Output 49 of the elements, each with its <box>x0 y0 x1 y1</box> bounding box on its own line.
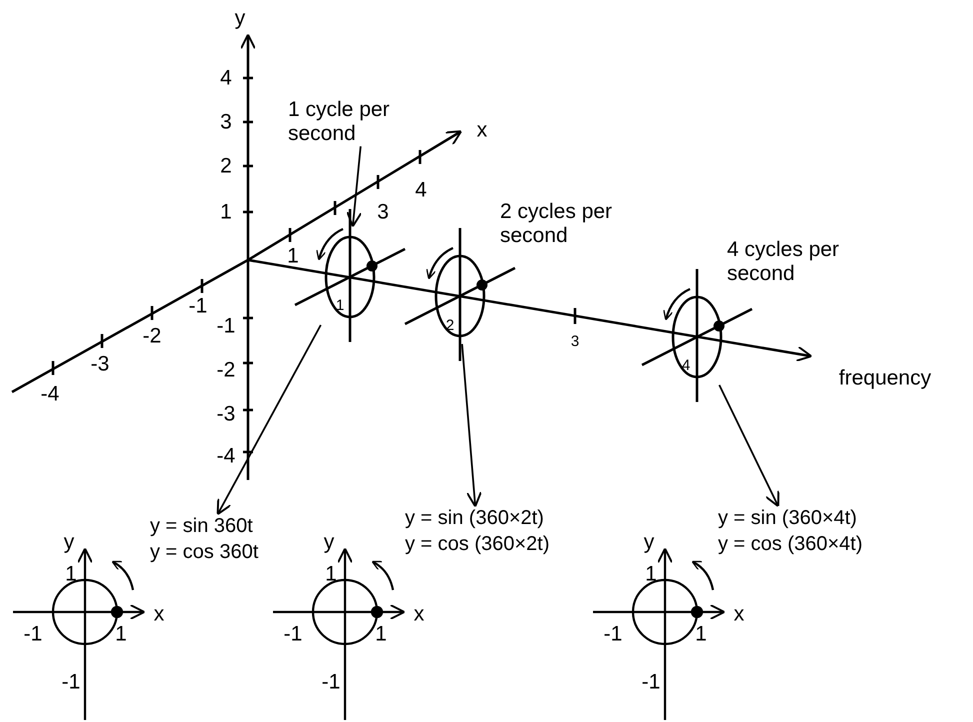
axis-tick-label: -4 <box>40 382 60 406</box>
axis-tick-label: y <box>64 530 74 554</box>
axis-tick-label: -2 <box>216 358 236 382</box>
axis-tick-label: x <box>476 118 488 142</box>
axis-tick-label: -1 <box>604 622 622 646</box>
arrow <box>461 344 482 508</box>
arrow <box>346 146 362 228</box>
axis-tick-label: -1 <box>24 622 42 646</box>
axis-tick-label: -3 <box>216 402 236 426</box>
annotation-text: 1 cycle per second <box>288 98 438 146</box>
axis-tick-label: 3 <box>220 110 232 134</box>
axis-tick-label: 4 <box>415 178 427 202</box>
axis-tick-label: 1 <box>115 622 127 646</box>
equation: y = cos (360×4t) <box>718 532 863 557</box>
axis-tick-label: -1 <box>216 314 236 338</box>
axis-tick-label: -1 <box>284 622 302 646</box>
axis-tick-label: x <box>154 602 164 626</box>
axis-tick-label: -1 <box>188 294 208 318</box>
axis-tick-label: y <box>644 530 654 554</box>
axis-tick-label: x <box>414 602 424 626</box>
axis-label: frequency <box>838 366 932 390</box>
axis-tick-label: 1 <box>287 244 299 268</box>
axis-tick-label: 2 <box>220 154 232 178</box>
axis-tick-label: 1 <box>695 622 707 646</box>
arrow <box>216 324 322 516</box>
equation: y = sin (360×2t) <box>405 506 545 531</box>
axis-tick-label: y <box>234 6 246 30</box>
equation: y = sin 360t <box>150 514 254 539</box>
axis-tick-label: 1 <box>645 562 657 586</box>
axis-tick-label: 3 <box>377 200 389 224</box>
equation: y = sin (360×4t) <box>718 506 858 531</box>
equation: y = cos (360×2t) <box>405 532 550 557</box>
axis-tick-label: -3 <box>90 352 110 376</box>
axis-tick-label: y <box>324 530 334 554</box>
axis-tick-label: 1 <box>220 200 232 224</box>
axis-tick-label: 1 <box>375 622 387 646</box>
axis-tick-label: -1 <box>62 670 80 694</box>
axis-tick-label: 4 <box>220 66 232 90</box>
axis-tick-label: -4 <box>216 444 236 468</box>
axis-tick-label: -2 <box>142 324 162 348</box>
axis-tick-label: -1 <box>322 670 340 694</box>
axis-tick-label: 1 <box>325 562 337 586</box>
axis-tick-label: -1 <box>642 670 660 694</box>
axis-tick-label: x <box>734 602 744 626</box>
axis-tick-label: 1 <box>65 562 77 586</box>
arrow <box>718 384 780 508</box>
annotation-text: 2 cycles per second <box>500 200 614 248</box>
annotation-text: 4 cycles per second <box>727 238 840 286</box>
equation: y = cos 360t <box>150 540 258 565</box>
